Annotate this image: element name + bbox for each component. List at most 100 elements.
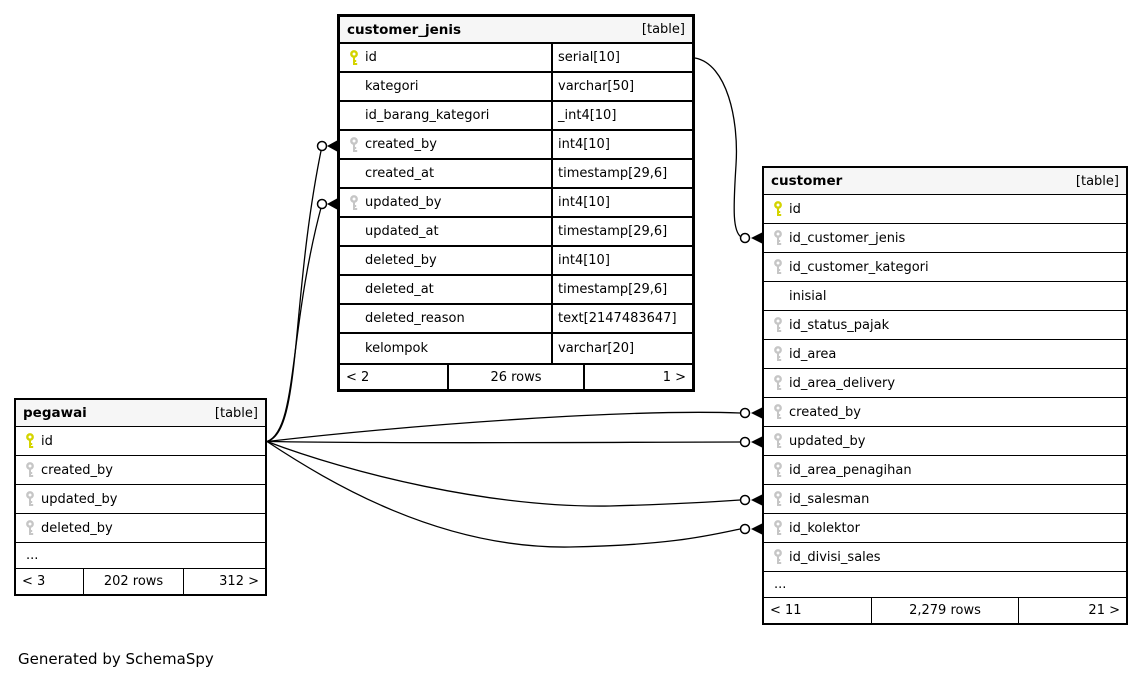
column-type: timestamp[29,6] [551, 218, 692, 245]
column-type: timestamp[29,6] [551, 276, 692, 303]
table-customer: customer [table] id id_customer_jenis id_c… [762, 166, 1128, 625]
column-name: id_barang_kategori [365, 108, 490, 123]
table-row: id_area_penagihan [764, 456, 1126, 485]
edge-customer-jenis-id-to-customer-id-customer-jenis [694, 57, 762, 244]
foreign-key-icon [770, 549, 786, 565]
table-header: pegawai [table] [16, 400, 265, 427]
table-row: id [16, 427, 265, 456]
table-row: ... [764, 572, 1126, 597]
foreign-key-icon [22, 462, 38, 478]
foreign-key-icon [770, 491, 786, 507]
foreign-key-icon [770, 230, 786, 246]
child-count: 21 > [1088, 603, 1120, 618]
generated-by-credit: Generated by SchemaSpy [18, 650, 214, 668]
table-row: updated_by [764, 427, 1126, 456]
column-name: ... [774, 577, 787, 592]
table-row: deleted_by [16, 514, 265, 543]
table-header: customer [table] [764, 168, 1126, 195]
column-type: varchar[50] [551, 73, 692, 100]
edge-pegawai-id-to-customer-jenis-updated-by [266, 198, 337, 443]
edge-pegawai-id-to-customer-id-kolektor [266, 440, 762, 548]
column-name: id_divisi_sales [789, 549, 881, 565]
column-name: id_status_pajak [789, 317, 890, 333]
table-row: id_area [764, 340, 1126, 369]
table-row: id_area_delivery [764, 369, 1126, 398]
foreign-key-icon [346, 194, 362, 211]
table-type-badge: [table] [641, 22, 685, 37]
zero-or-one-circle-icon [739, 407, 751, 419]
row-count: 202 rows [83, 569, 184, 594]
table-row: deleted_at timestamp[29,6] [340, 276, 692, 305]
table-row: updated_by [16, 485, 265, 514]
foreign-key-icon [22, 491, 38, 507]
column-name: id [789, 201, 801, 217]
table-row: id_customer_jenis [764, 224, 1126, 253]
column-type: varchar[20] [551, 334, 692, 363]
table-row: created_by [764, 398, 1126, 427]
column-name: deleted_by [41, 520, 113, 536]
zero-or-one-circle-icon [739, 436, 751, 448]
crow-foot-icon [751, 523, 762, 535]
table-footer: < 3 202 rows 312 > [16, 568, 265, 594]
column-name: updated_by [41, 491, 118, 507]
crow-foot-icon [751, 407, 762, 419]
crow-foot-icon [751, 232, 762, 244]
edge-pegawai-id-to-customer-jenis-created-by [266, 140, 337, 443]
column-name: deleted_at [365, 282, 434, 297]
column-name: kelompok [365, 341, 429, 356]
column-name: updated_by [789, 433, 866, 449]
child-count: 1 > [662, 369, 686, 385]
foreign-key-icon [770, 375, 786, 391]
primary-key-icon [346, 49, 362, 66]
column-name: id_customer_kategori [789, 259, 929, 275]
column-type: serial[10] [551, 44, 692, 71]
column-type: _int4[10] [551, 102, 692, 129]
table-row: kelompok varchar[20] [340, 334, 692, 363]
column-name: updated_at [365, 224, 439, 239]
column-name: ... [26, 548, 39, 563]
zero-or-one-circle-icon [739, 523, 751, 535]
column-name: id_area [789, 346, 837, 362]
primary-key-icon [22, 433, 38, 449]
table-row: ... [16, 543, 265, 568]
table-type-badge: [table] [214, 405, 258, 421]
table-title[interactable]: customer [771, 173, 843, 189]
column-name: kategori [365, 79, 419, 94]
column-name: id_salesman [789, 491, 870, 507]
foreign-key-icon [770, 520, 786, 536]
table-title[interactable]: pegawai [23, 405, 87, 421]
column-type: int4[10] [551, 247, 692, 274]
table-footer: < 2 26 rows 1 > [340, 363, 692, 389]
crow-foot-icon [327, 140, 337, 152]
table-row: created_by [16, 456, 265, 485]
primary-key-icon [770, 201, 786, 217]
table-title[interactable]: customer_jenis [347, 21, 462, 38]
column-name: id_area_delivery [789, 375, 896, 391]
column-name: deleted_by [365, 253, 437, 268]
foreign-key-icon [22, 520, 38, 536]
column-name: id_kolektor [789, 520, 860, 536]
column-type: int4[10] [551, 131, 692, 158]
edge-pegawai-id-to-customer-updated-by [266, 436, 762, 448]
column-name: created_by [789, 404, 861, 420]
column-type: int4[10] [551, 189, 692, 216]
table-row: id_salesman [764, 485, 1126, 514]
parent-count: < 3 [22, 574, 46, 589]
foreign-key-icon [770, 317, 786, 333]
foreign-key-icon [346, 136, 362, 153]
table-row: id_kolektor [764, 514, 1126, 543]
zero-or-one-circle-icon [316, 140, 328, 152]
table-row: id [764, 195, 1126, 224]
child-count: 312 > [219, 574, 259, 589]
column-name: created_at [365, 166, 435, 181]
